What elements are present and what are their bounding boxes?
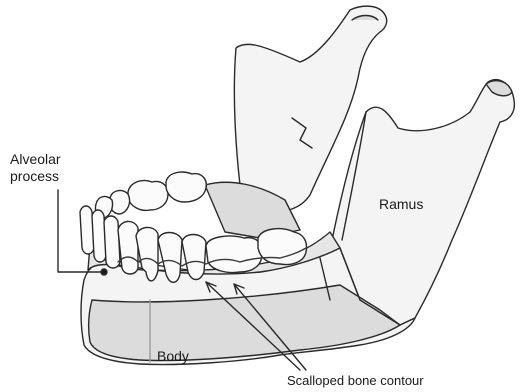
ramus-label: Ramus xyxy=(379,196,423,213)
molar-1 xyxy=(206,236,262,272)
alveolar-dot xyxy=(101,269,107,275)
scalloped-bone-contour-label: Scalloped bone contour xyxy=(287,372,424,389)
far-molar-1 xyxy=(128,180,168,210)
incisor-3 xyxy=(104,216,120,268)
incisors xyxy=(80,206,120,268)
incisor-1 xyxy=(80,206,94,254)
incisor-2 xyxy=(92,210,106,262)
molar-2 xyxy=(258,229,307,265)
alveolar-process-label: Alveolar process xyxy=(10,151,80,185)
far-teeth xyxy=(95,172,206,218)
far-molar-2 xyxy=(166,172,206,202)
body-label: Body xyxy=(157,348,189,365)
